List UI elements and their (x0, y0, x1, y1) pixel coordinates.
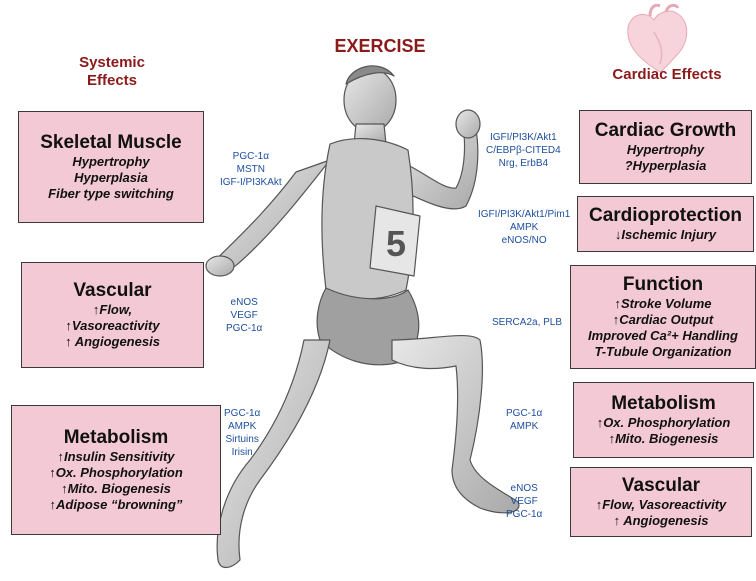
box-line: Fiber type switching (48, 186, 174, 202)
box-title: Vascular (622, 475, 700, 497)
box-title: Metabolism (64, 427, 169, 449)
mediator-label: PGC-1α (220, 150, 282, 163)
box-line: ↑Vasoreactivity (65, 318, 159, 334)
mediator-label: IGFI/PI3K/Akt1/Pim1 (478, 208, 570, 221)
mediator-label: IGFI/PI3K/Akt1 (486, 131, 561, 144)
systemic-effects-header: Systemic Effects (52, 54, 172, 90)
box-line: ↑Insulin Sensitivity (57, 449, 174, 465)
mediator-label: PGC-1α (506, 407, 542, 420)
box-line: ↑ Angiogenesis (65, 334, 160, 350)
mediator-label: Nrg, ErbB4 (486, 157, 561, 170)
box-line: ↑Ox. Phosphorylation (597, 415, 731, 431)
mediator-label: eNOS (226, 296, 262, 309)
box-line: ↑Flow, Vasoreactivity (596, 497, 727, 513)
box-line: ↑Cardiac Output (613, 312, 713, 328)
mediator-label: AMPK (224, 420, 260, 433)
box-line: ↑Stroke Volume (614, 296, 711, 312)
box-line: Hypertrophy (627, 142, 704, 158)
box-line: ↑Ox. Phosphorylation (49, 465, 183, 481)
box-title: Metabolism (611, 393, 716, 415)
box-line: ↓Ischemic Injury (615, 227, 716, 243)
mediator-label: AMPK (506, 420, 542, 433)
diagram-title: EXERCISE (300, 36, 460, 57)
mediator-label: eNOS (506, 482, 542, 495)
box-line: Hypertrophy (72, 154, 149, 170)
systemic-header-line-2: Effects (52, 72, 172, 90)
right-mediator-list: SERCA2a, PLB (492, 316, 562, 329)
box-line: ↑Mito. Biogenesis (61, 481, 171, 497)
bib-number: 5 (386, 223, 406, 264)
mediator-label: SERCA2a, PLB (492, 316, 562, 329)
box-line: ?Hyperplasia (625, 158, 707, 174)
left-effect-box: Metabolism↑Insulin Sensitivity↑Ox. Phosp… (11, 405, 221, 535)
right-effect-box: Cardioprotection↓Ischemic Injury (577, 196, 754, 252)
box-line: Improved Ca²+ Handling (588, 328, 738, 344)
mediator-label: VEGF (226, 309, 262, 322)
box-line: ↑ Angiogenesis (614, 513, 709, 529)
mediator-label: MSTN (220, 163, 282, 176)
box-line: Hyperplasia (74, 170, 148, 186)
mediator-label: AMPK (478, 221, 570, 234)
mediator-label: Sirtuins (224, 433, 260, 446)
left-effect-box: Vascular↑Flow,↑Vasoreactivity↑ Angiogene… (21, 262, 204, 368)
box-title: Cardioprotection (589, 205, 742, 227)
mediator-label: IGF-I/PI3KAkt (220, 176, 282, 189)
mediator-label: eNOS/NO (478, 234, 570, 247)
mediator-label: C/EBPβ-CITED4 (486, 144, 561, 157)
right-effect-box: Vascular↑Flow, Vasoreactivity↑ Angiogene… (570, 467, 752, 537)
box-line: ↑Adipose “browning” (50, 497, 183, 513)
box-title: Skeletal Muscle (40, 132, 182, 154)
mediator-label: PGC-1α (226, 322, 262, 335)
box-line: ↑Flow, (93, 302, 132, 318)
systemic-header-line-1: Systemic (52, 54, 172, 72)
mediator-label: PGC-1α (224, 407, 260, 420)
right-effect-box: Metabolism↑Ox. Phosphorylation↑Mito. Bio… (573, 382, 754, 458)
box-title: Cardiac Growth (595, 120, 736, 142)
cardiac-effects-header: Cardiac Effects (592, 66, 742, 83)
box-line: T-Tubule Organization (595, 344, 732, 360)
mediator-label: PGC-1α (506, 508, 542, 521)
box-title: Vascular (73, 280, 151, 302)
box-line: ↑Mito. Biogenesis (609, 431, 719, 447)
mediator-label: VEGF (506, 495, 542, 508)
mediator-label: Irisin (224, 446, 260, 459)
box-title: Function (623, 274, 703, 296)
